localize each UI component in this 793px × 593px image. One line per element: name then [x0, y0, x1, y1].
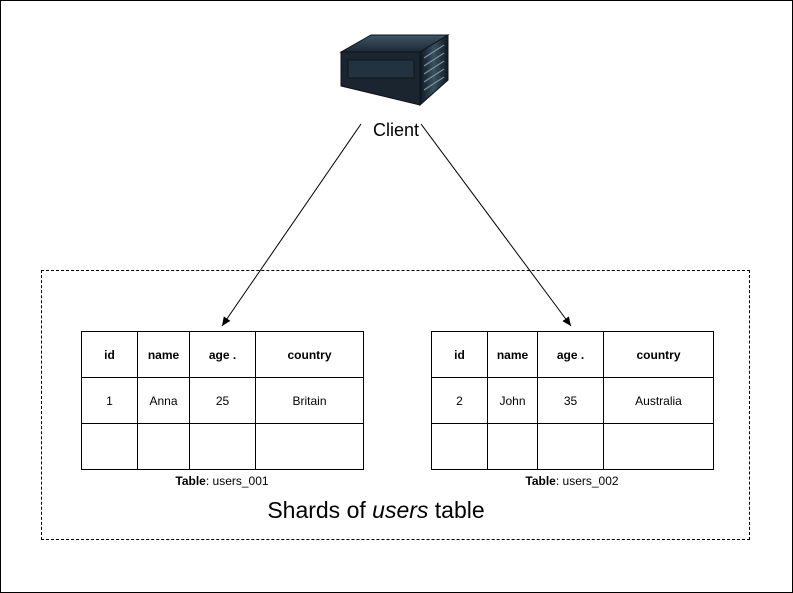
server-icon: [339, 34, 450, 107]
header-cell: age .: [537, 331, 604, 378]
table-row: [81, 423, 364, 470]
table-row: [431, 423, 714, 470]
header-cell: name: [137, 331, 190, 378]
table-cell: [603, 423, 714, 470]
header-cell: country: [603, 331, 714, 378]
header-cell: name: [487, 331, 538, 378]
header-cell: id: [431, 331, 488, 378]
caption-prefix: Table: [175, 474, 206, 488]
table-cell: Britain: [255, 377, 364, 424]
table-cell: 2: [431, 377, 488, 424]
table-cell: John: [487, 377, 538, 424]
table-row: 2 John 35 Australia: [431, 377, 714, 424]
shards-title: Shards of users table: [200, 497, 552, 524]
table-cell: [255, 423, 364, 470]
table-cell: [81, 423, 138, 470]
table-cell: 35: [537, 377, 604, 424]
client-label: Client: [372, 120, 420, 140]
header-cell: age .: [189, 331, 256, 378]
caption-table-name: : users_001: [205, 474, 269, 488]
table-cell: [189, 423, 256, 470]
header-cell: id: [81, 331, 138, 378]
table-cell: Anna: [137, 377, 190, 424]
table-cell: [537, 423, 604, 470]
arrow-to-shard-1: [221, 123, 362, 327]
table-row: 1 Anna 25 Britain: [81, 377, 364, 424]
header-cell: country: [255, 331, 364, 378]
table-cell: 1: [81, 377, 138, 424]
shards-container: [41, 270, 750, 540]
caption-prefix: Table: [525, 474, 556, 488]
arrow-to-shard-2: [420, 123, 572, 327]
table-caption-2: Table: users_002: [472, 474, 672, 488]
table-cell: Australia: [603, 377, 714, 424]
table-header-row: id name age . country: [431, 331, 714, 378]
table-caption-1: Table: users_001: [122, 474, 322, 488]
table-cell: [487, 423, 538, 470]
title-text: table: [428, 497, 485, 523]
table-cell: [137, 423, 190, 470]
table-header-row: id name age . country: [81, 331, 364, 378]
title-emphasis: users: [372, 497, 429, 523]
title-text: Shards of: [267, 497, 373, 523]
table-cell: 25: [189, 377, 256, 424]
shard-table-users-001: id name age . country 1 Anna 25 Britain: [81, 331, 364, 470]
shard-table-users-002: id name age . country 2 John 35 Australi…: [431, 331, 714, 470]
caption-table-name: : users_002: [555, 474, 619, 488]
table-cell: [431, 423, 488, 470]
